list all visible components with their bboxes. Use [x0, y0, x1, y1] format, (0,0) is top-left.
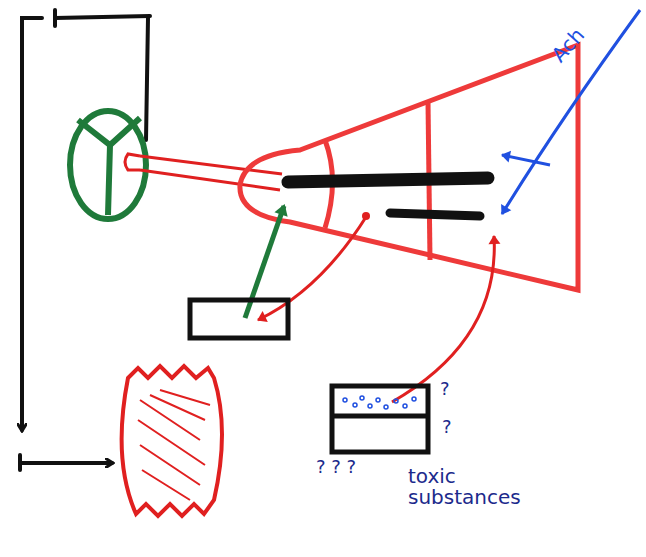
- blue-arrow: [502, 155, 550, 165]
- neuron-body: [70, 111, 146, 219]
- toxin-container: [332, 386, 428, 452]
- muscle: [122, 366, 222, 516]
- filament: [288, 178, 488, 216]
- question-mark: ?: [440, 380, 460, 399]
- box: [190, 300, 288, 338]
- note: toxic substances: [408, 466, 548, 508]
- nerve-terminal: [240, 45, 578, 290]
- question-mark: ? ? ?: [316, 458, 406, 477]
- question-mark: ?: [442, 418, 462, 437]
- red-arrow: [392, 236, 494, 402]
- red-arrow: [258, 217, 366, 320]
- dot: [362, 212, 370, 220]
- nerve-pathway: [20, 10, 150, 470]
